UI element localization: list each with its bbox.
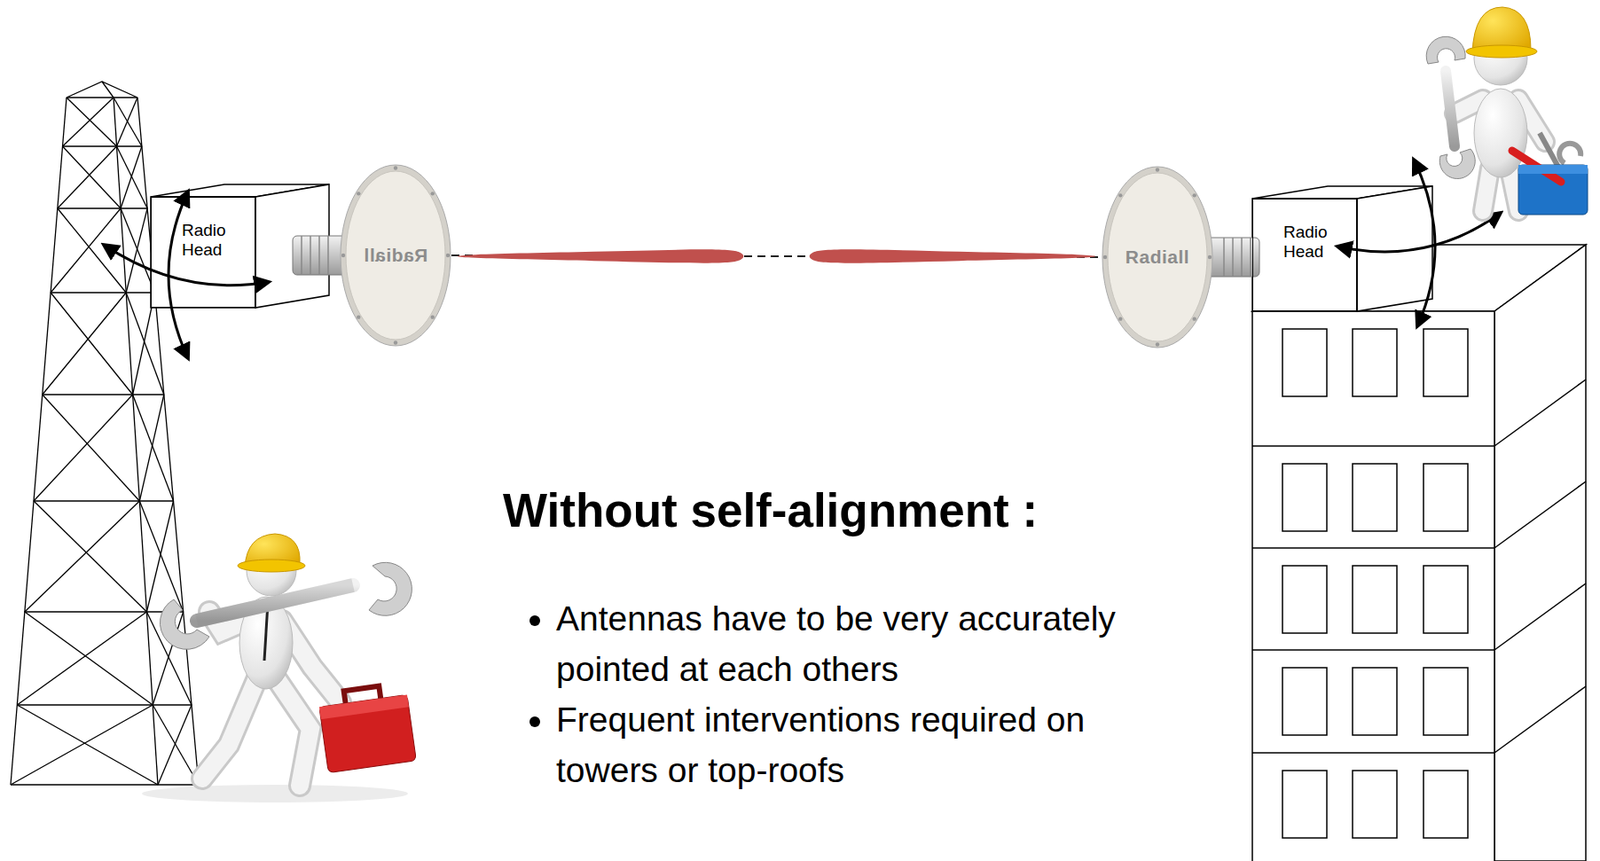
bullet-note: Antennas have to be very accurately poin… bbox=[556, 593, 1188, 695]
beam-group bbox=[451, 249, 1102, 263]
antenna-dish: Radiall bbox=[1101, 165, 1214, 349]
box-label: Radio Head bbox=[181, 220, 227, 260]
worker-figure bbox=[141, 533, 416, 803]
lattice-tower bbox=[10, 81, 199, 785]
logo-text: Radiall bbox=[363, 244, 428, 267]
wrench bbox=[1426, 36, 1475, 179]
radio-head: Radio Head bbox=[1252, 198, 1357, 312]
antenna-dish: Radiall bbox=[339, 164, 452, 347]
toolbox bbox=[317, 682, 416, 774]
bullet-note: Frequent interventions required on tower… bbox=[556, 694, 1188, 796]
radio-head: Radio Head bbox=[150, 196, 256, 308]
worker-figure bbox=[1426, 7, 1588, 215]
bullet-list: Antennas have to be very accurately poin… bbox=[506, 593, 1188, 796]
title: Without self-alignment : bbox=[502, 483, 1038, 538]
beam-lobe bbox=[809, 249, 1096, 263]
building bbox=[1252, 244, 1586, 861]
adjustment-arrow bbox=[103, 159, 1501, 359]
beam-lobe bbox=[457, 249, 744, 263]
toolbox bbox=[1512, 133, 1588, 215]
logo-text: Radiall bbox=[1125, 246, 1190, 268]
box-label: Radio Head bbox=[1283, 222, 1328, 262]
